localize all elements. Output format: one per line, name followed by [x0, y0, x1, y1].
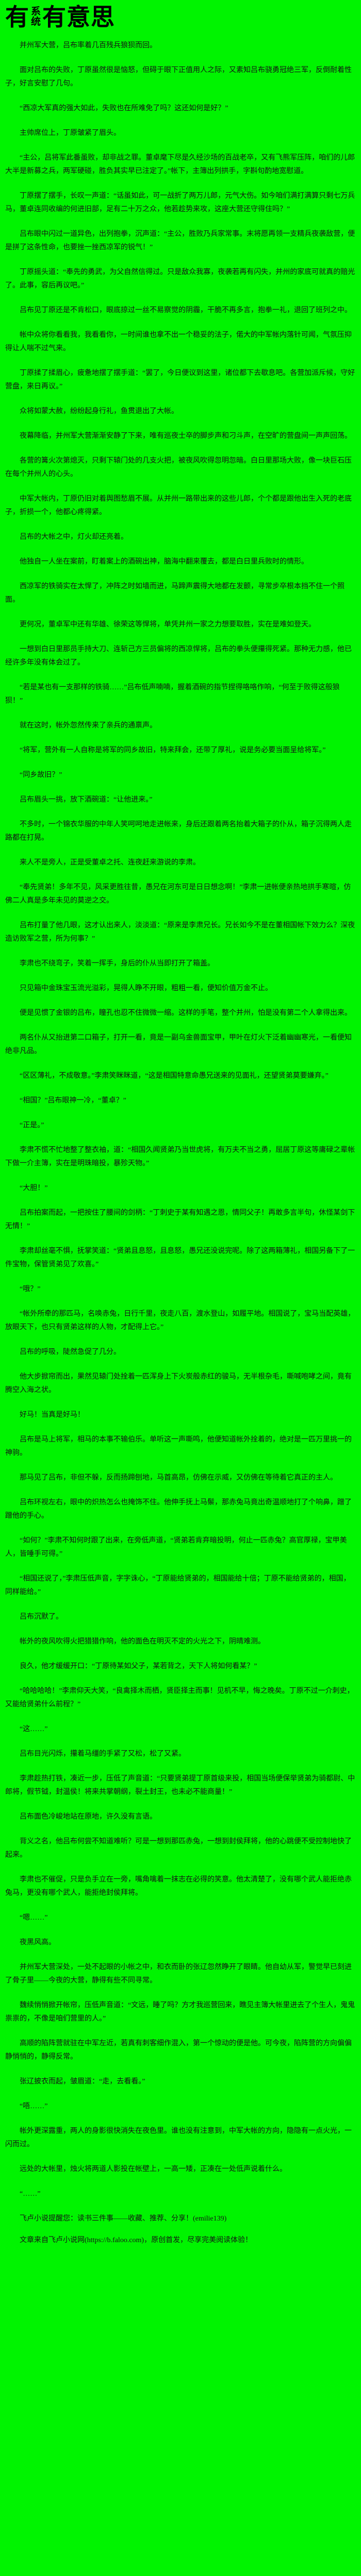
paragraph: 吕布是马上将军，相马的本事不输伯乐。单听这一声嘶鸣，他便知道帐外拴着的，绝对是一… [5, 1436, 352, 1457]
paragraph: 中军大帐内，丁原仍旧对着舆图愁眉不展。从并州一路带出来的这些儿郎，个个都是跟他出… [5, 495, 352, 516]
paragraph: “唔……” [20, 2103, 48, 2110]
logo-small-stack: 系 统 [31, 7, 41, 27]
paragraph: 吕布目光闪烁，攥着马缰的手紧了又松，松了又紧。 [20, 1750, 186, 1758]
paragraph: 李肃不慌不忙地整了整衣袖，道：“相国久闻贤弟乃当世虎将，有万夫不当之勇，屈居丁原… [5, 1146, 355, 1167]
paragraph: “相国？”吕布眼神一冷，“董卓？” [20, 1097, 126, 1105]
paragraph: 众将如蒙大赦，纷纷起身行礼，鱼贯退出了大帐。 [20, 408, 178, 415]
logo-small-bottom: 统 [31, 16, 41, 27]
site-logo-top: 有 系 统 有意思 [0, 0, 361, 31]
paragraph: 李肃却丝毫不惧，抚掌笑道：“贤弟且息怒，且息怒，愚兄还没说完呢。除了这两箱薄礼，… [5, 1247, 355, 1268]
paragraph: 一想到白日里那员手持大刀、连斩己方三员偏将的西凉悍将，吕布的拳头便攥得死紧。那种… [5, 646, 352, 667]
paragraph: 高顺的陷阵营就驻在中军左近，若真有刺客细作混入，第一个惊动的便是他。可今夜，陷阵… [5, 2040, 352, 2061]
paragraph: 面对吕布的失败，丁原虽然很是恼怒，但碍于眼下正值用人之际，又素知吕布骁勇冠绝三军… [5, 66, 352, 88]
paragraph: 并州军大营深处，一处不起眼的小帐之中，和衣而卧的张辽忽然睁开了眼睛。他自幼从军，… [5, 1963, 352, 1985]
logo-small-top: 系 [31, 6, 41, 18]
paragraph: 吕布环视左右，眼中的炽热怎么也掩饰不住。他伸手抚上马鬃，那赤兔马竟出奇温顺地打了… [5, 1499, 352, 1520]
paragraph: “嗯……” [20, 1914, 48, 1922]
paragraph: 李肃趁热打铁，凑近一步，压低了声音道：“只要贤弟提丁原首级来投，相国当场便保举贤… [5, 1775, 355, 1796]
logo-big-char: 有 [5, 4, 29, 30]
paragraph: 夜幕降临，并州军大营渐渐安静了下来，唯有巡夜士卒的脚步声和刁斗声，在空旷的营盘间… [20, 432, 352, 440]
chapter-text: 并州军大营，吕布率着几百残兵狼狈而回。面对吕布的失败，丁原虽然很是恼怒，但碍于眼… [0, 31, 361, 2212]
paragraph: 丁原摇头道：“奉先的勇武，为父自然信得过。只是敌众我寡，夜袭若再有闪失，并州的家… [5, 268, 355, 290]
logo-big-text: 有意思 [42, 4, 116, 30]
source-line: 文章来自飞卢小说网(https://b.faloo.com)，原创首发，尽享完美… [20, 2236, 253, 2244]
paragraph: 良久，他才缓缓开口：“丁原待某如父子，某若背之，天下人将如何看某？” [20, 1663, 257, 1670]
paragraph: 两名仆从又抬进第二口箱子，打开一看，竟是一副乌金兽面宝甲，甲叶在灯火下泛着幽幽寒… [5, 1034, 352, 1055]
paragraph: 吕布面色冷峻地站在原地，许久没有言语。 [20, 1813, 157, 1821]
paragraph: “哦？” [20, 1285, 41, 1293]
paragraph: “将军，营外有一人自称是将军的同乡故旧，特来拜会，还带了厚礼，说是务必要当面呈给… [20, 747, 326, 754]
paragraph: 吕布的呼吸，陡然急促了几分。 [20, 1348, 121, 1356]
paragraph: 吕布的大帐之中，灯火却还亮着。 [20, 533, 128, 541]
paragraph: 吕布见丁原还是不肯松口，眼底掠过一丝不易察觉的阴霾，干脆不再多言，抱拳一礼，退回… [20, 307, 352, 314]
paragraph: “如何？”李肃不知何时跟了出来，在旁低声道，“贤弟若肯弃暗投明，何止一匹赤兔？高… [5, 1537, 347, 1558]
paragraph: 他独自一人坐在案前，盯着案上的酒碗出神，脑海中翻来覆去，都是白日里兵败时的情形。 [20, 558, 308, 566]
paragraph: 他大步掀帘而出，果然见辕门处拴着一匹浑身上下火炭般赤红的骏马，无半根杂毛，嘶喊咆… [5, 1373, 352, 1394]
paragraph: 便是见惯了金银的吕布，瞳孔也忍不住微微一缩。这样的手笔，整个并州，怕是没有第二个… [20, 1009, 352, 1017]
page-footer: 飞卢小说提醒您：读书三件事——收藏、推荐、分享！(emilie139) 文章来自… [0, 2212, 361, 2256]
paragraph: “相国还说了，”李肃压低声音，字字诛心，“丁原能给贤弟的，相国能给十倍；丁原不能… [5, 1575, 351, 1596]
paragraph: 吕布拍案而起，一把按住了腰间的剑柄：“丁刺史于某有知遇之恩，情同父子！再敢多言半… [5, 1209, 355, 1230]
paragraph: 背义之名，他吕布何尝不知道难听？可是一想到那匹赤兔，一想到封侯拜将，他的心跳便不… [5, 1838, 352, 1859]
paragraph: 帐外的夜风吹得火把猎猎作响，他的面色在明灭不定的火光之下，阴晴难测。 [20, 1638, 265, 1646]
paragraph: 就在这时，帐外忽然传来了亲兵的通禀声。 [20, 722, 157, 730]
paragraph: “区区薄礼，不成敬意。”李肃笑眯眯道，“这是相国特意命愚兄送来的见面礼，还望贤弟… [20, 1072, 329, 1080]
paragraph: 丁原摆了摆手，长叹一声道：“话虽如此，可一战折了两万儿郎，元气大伤。如今咱们满打… [5, 192, 355, 213]
paragraph: 魏续悄悄掀开帐帘，压低声音道：“文远，睡了吗？方才我巡营回来，瞧见主簿大帐里进去… [5, 2002, 355, 2023]
paragraph: 更何况，董卓军中还有华雄、徐荣这等悍将，单凭并州一家之力想要取胜，实在是难如登天… [20, 621, 316, 629]
promo-line: 飞卢小说提醒您：读书三件事——收藏、推荐、分享！(emilie139) [20, 2215, 227, 2223]
paragraph: “正是。” [20, 1122, 44, 1129]
paragraph: 各营的篝火次第熄灭，只剩下辕门处的几支火把，被夜风吹得忽明忽暗。白日里那场大败，… [5, 457, 352, 478]
paragraph: 主帅席位上，丁原皱紧了眉头。 [20, 129, 121, 137]
paragraph: “哈哈哈哈！”李肃仰天大笑，“良禽择木而栖，贤臣择主而事！见机不早，悔之晚矣。丁… [5, 1687, 354, 1708]
bottom-spacer [0, 2256, 361, 2576]
paragraph: 李肃也不绕弯子，笑着一挥手，身后的仆从当即打开了箱盖。 [20, 960, 215, 968]
paragraph: 吕布沉默了。 [20, 1613, 63, 1621]
paragraph: 并州军大营，吕布率着几百残兵狼狈而回。 [20, 42, 157, 49]
paragraph: “这……” [20, 1725, 48, 1733]
paragraph: 丁原揉了揉眉心，疲惫地摆了摆手道：“罢了，今日便议到这里，诸位都下去歇息吧。各营… [5, 369, 355, 391]
paragraph: “同乡故旧？” [20, 771, 62, 779]
paragraph: 吕布眉头一挑，放下酒碗道：“让他进来。” [20, 796, 153, 804]
paragraph: 帐中众将你看看我，我看看你，一时间谁也拿不出一个稳妥的法子，偌大的中军帐内落针可… [5, 331, 352, 352]
paragraph: 只见箱中金珠宝玉流光溢彩，晃得人睁不开眼，粗粗一看，便知价值万金不止。 [20, 985, 272, 992]
paragraph: “奉先贤弟！多年不见，风采更胜往昔，愚兄在河东可是日日想念啊！”李肃一进帐便亲热… [5, 884, 351, 905]
paragraph: 那马见了吕布，非但不躲，反而扬蹄刨地，马首高昂，仿佛在示威，又仿佛在等待着它真正… [20, 1474, 337, 1482]
paragraph: 西凉军的铁骑实在太悍了，冲阵之时如墙而进，马蹄声震得大地都在发颤，寻常步卒根本挡… [5, 583, 344, 604]
paragraph: “主公，吕将军此番虽败，却非战之罪。董卓麾下尽是久经沙场的百战老卒，又有飞熊军压… [5, 154, 355, 175]
paragraph: 李肃也不催促，只是负手立在一旁，嘴角噙着一抹志在必得的笑意。他太清楚了，没有哪个… [5, 1876, 352, 1897]
paragraph: 远处的大帐里，烛火将两道人影投在帐壁上，一高一矮，正凑在一处低声说着什么。 [20, 2165, 287, 2173]
paragraph: 好马！当真是好马！ [20, 1411, 85, 1419]
paragraph: 吕布打量了他几眼，这才认出来人，淡淡道：“原来是李肃兄长。兄长如今不是在董相国帐… [5, 922, 355, 943]
paragraph: “大胆！” [20, 1184, 48, 1192]
paragraph: “……” [20, 2190, 41, 2198]
paragraph: 不多时，一个锦衣华服的中年人笑呵呵地走进帐来，身后还跟着两名抬着大箱子的仆从，箱… [5, 821, 352, 842]
paragraph: 吕布眼中闪过一道异色，出列抱拳，沉声道：“主公，胜败乃兵家常事。末将愿再领一支精… [5, 230, 355, 251]
paragraph: 夜黑风高。 [20, 1939, 56, 1946]
paragraph: “若是某也有一支那样的铁骑……”吕布低声喃喃，握着酒碗的指节捏得咯咯作响，“何至… [5, 684, 340, 705]
paragraph: 张辽披衣而起，皱眉道：“走，去看看。” [20, 2078, 145, 2086]
paragraph: “西凉大军真的强大如此，失败也在所难免了吗？这还如何是好？” [20, 105, 228, 112]
paragraph: 帐外更深露重，两人的身影很快消失在夜色里。谁也没有注意到，中军大帐的方向，隐隐有… [5, 2127, 352, 2148]
paragraph: “帐外所牵的那匹马，名唤赤兔，日行千里，夜走八百，渡水登山，如履平地。相国说了，… [5, 1310, 355, 1331]
paragraph: 来人不是旁人，正是受董卓之托、连夜赶来游说的李肃。 [20, 859, 200, 867]
